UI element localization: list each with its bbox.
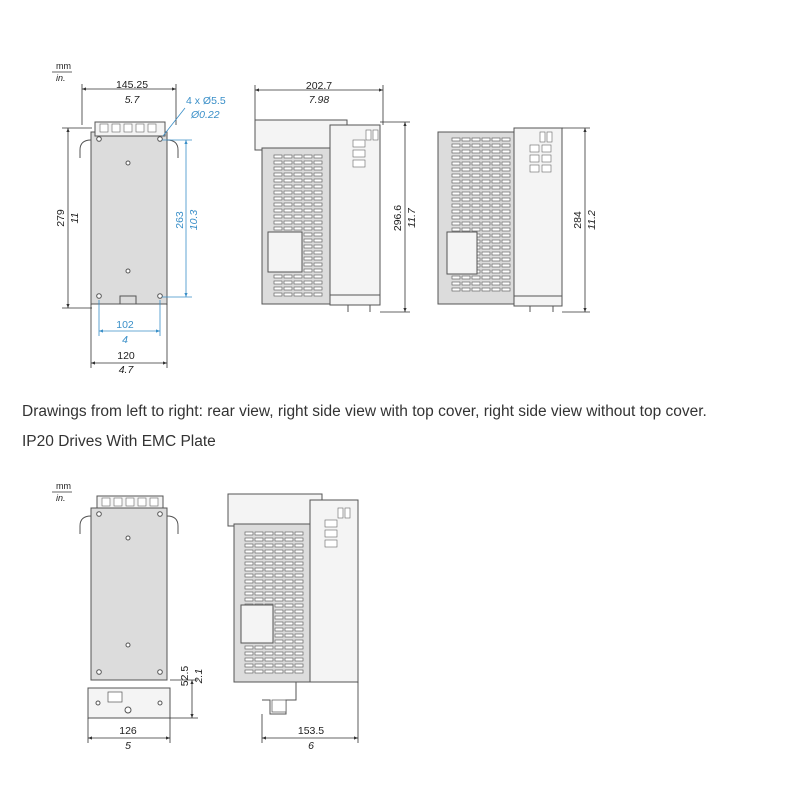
unit-in: in. <box>56 73 66 83</box>
height-cover-in: 11.7 <box>406 207 418 228</box>
plate-height-in: 2.1 <box>193 669 205 685</box>
hole-span-mm: 102 <box>116 319 134 331</box>
top-width-mm: 145.25 <box>116 79 148 91</box>
unit-label-bottom: mm in. <box>52 481 72 503</box>
vent-slots-2 <box>451 137 511 292</box>
holes-in: Ø0.22 <box>190 109 220 121</box>
hole-span-in: 4 <box>122 334 128 346</box>
height-nocover-in: 11.2 <box>586 210 598 230</box>
caption-drawing-order: Drawings from left to right: rear view, … <box>22 403 707 420</box>
height-cover-mm: 296.6 <box>392 205 404 231</box>
plate-height-mm: 52.5 <box>179 666 191 687</box>
side-view-with-cover: 202.7 7.98 296.6 11.7 <box>254 80 418 313</box>
caption-emc-heading: IP20 Drives With EMC Plate <box>22 433 216 450</box>
height-mm: 279 <box>55 209 67 227</box>
unit-mm-2: mm <box>56 481 71 491</box>
depth-in: 7.98 <box>309 94 330 106</box>
rear-view-emc: 52.5 2.1 126 5 <box>79 495 205 752</box>
width-in: 4.7 <box>119 364 135 376</box>
height-nocover-mm: 284 <box>572 211 584 229</box>
hole-pitch-in: 10.3 <box>188 210 200 231</box>
side-view-emc: 153.5 6 <box>227 493 359 752</box>
unit-in-2: in. <box>56 493 66 503</box>
width-emc-in: 5 <box>125 740 131 752</box>
top-width-in: 5.7 <box>125 94 141 106</box>
rear-view-top: 145.25 5.7 4 x Ø5.5 Ø0.22 279 11 <box>55 79 226 376</box>
height-in: 11 <box>69 213 81 224</box>
depth-mm: 202.7 <box>306 80 332 92</box>
depth-emc-in: 6 <box>308 740 314 752</box>
hole-pitch-mm: 263 <box>174 211 186 229</box>
width-emc-mm: 126 <box>119 725 137 737</box>
side-view-without-cover: 284 11.2 <box>437 127 598 313</box>
unit-label-top: mm in. <box>52 61 72 83</box>
holes-mm: 4 x Ø5.5 <box>186 95 226 107</box>
unit-mm: mm <box>56 61 71 71</box>
depth-emc-mm: 153.5 <box>298 725 324 737</box>
width-mm: 120 <box>117 350 135 362</box>
